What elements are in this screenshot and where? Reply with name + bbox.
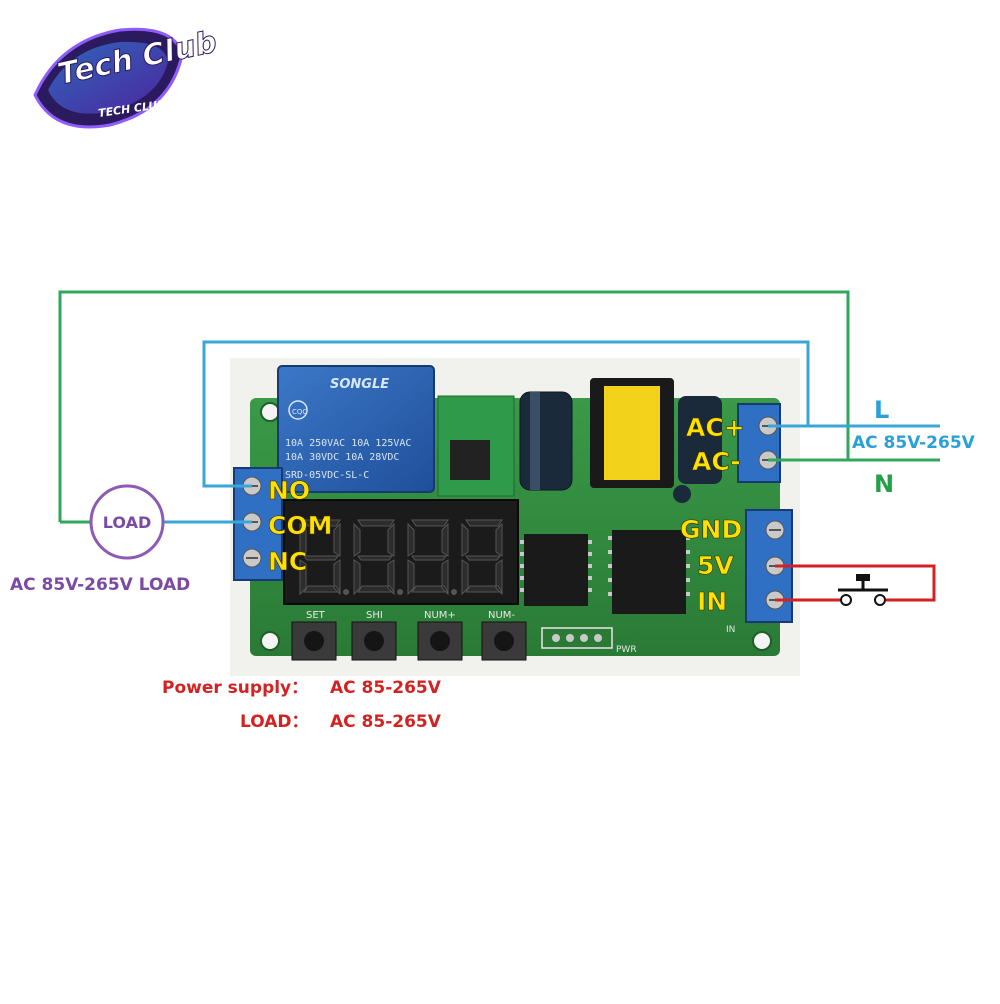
mains-neutral-label: N xyxy=(874,470,894,498)
relay-rating-2: 10A 30VDC 10A 28VDC xyxy=(285,452,399,463)
terminal-label-com: COM xyxy=(268,511,332,540)
terminal-label-5v: 5V xyxy=(697,551,734,580)
note-load-label: LOAD： xyxy=(240,712,309,732)
ic-chip-small xyxy=(450,440,490,480)
wire-blue-no xyxy=(202,340,810,488)
terminal-block-input xyxy=(745,509,793,623)
note-power-supply-value: AC 85-265V xyxy=(330,678,442,698)
mounting-hole-icon xyxy=(260,402,280,422)
transformer-coil xyxy=(604,386,660,480)
pin-header xyxy=(541,627,613,649)
tact-button-num-minus: NUM- xyxy=(481,610,527,661)
silk-pwr: PWR xyxy=(616,645,637,655)
tact-button-num-plus: NUM+ xyxy=(417,610,463,661)
tact-button-shi: SHI xyxy=(351,610,397,661)
cqc-mark-icon xyxy=(288,400,308,420)
load-caption: AC 85V-265V LOAD xyxy=(10,575,190,595)
mains-voltage-label: AC 85V-265V xyxy=(852,433,976,453)
wire-red-5v xyxy=(775,564,936,602)
mounting-hole-icon xyxy=(260,631,280,651)
tact-button-set: SET xyxy=(291,610,337,661)
mains-live-label: L xyxy=(874,396,889,424)
button-label-num-minus: NUM- xyxy=(488,610,515,621)
relay-brand: SONGLE xyxy=(330,377,389,392)
note-power-supply-label: Power supply： xyxy=(162,678,308,698)
capacitor-tiny xyxy=(673,485,691,503)
tech-club-logo: Tech Club TECH CLUB xyxy=(33,24,220,129)
relay-cert: CQC xyxy=(292,408,307,416)
button-label-set: SET xyxy=(306,610,326,621)
terminal-label-nc: NC xyxy=(268,547,307,576)
capacitor-stripe xyxy=(530,392,540,490)
push-switch-icon xyxy=(838,574,888,606)
wire-green-neutral xyxy=(58,290,940,522)
load-circle-label: LOAD xyxy=(103,513,151,532)
relay-rating-1: 10A 250VAC 10A 125VAC xyxy=(285,438,411,449)
capacitor-large xyxy=(519,391,573,491)
terminal-label-gnd: GND xyxy=(680,515,742,544)
note-load-value: AC 85-265V xyxy=(330,712,442,732)
terminal-label-in: IN xyxy=(697,587,727,616)
silk-in: IN xyxy=(726,625,735,635)
terminal-label-no: NO xyxy=(268,476,310,505)
terminal-label-ac-minus: AC- xyxy=(692,447,741,476)
button-label-shi: SHI xyxy=(366,610,383,621)
seven-segment-display xyxy=(283,499,519,605)
ic-chip-2 xyxy=(612,530,686,614)
load-symbol: LOAD xyxy=(89,484,165,560)
relay-component: SONGLE CQC 10A 250VAC 10A 125VAC 10A 30V… xyxy=(277,365,435,493)
mounting-hole-icon xyxy=(752,631,772,651)
button-label-num-plus: NUM+ xyxy=(424,610,456,621)
ic-chip-1 xyxy=(524,534,588,606)
capacitor-small xyxy=(678,396,722,484)
relay-model: SRD-05VDC-SL-C xyxy=(285,470,369,481)
terminal-label-ac-plus: AC+ xyxy=(686,413,745,442)
